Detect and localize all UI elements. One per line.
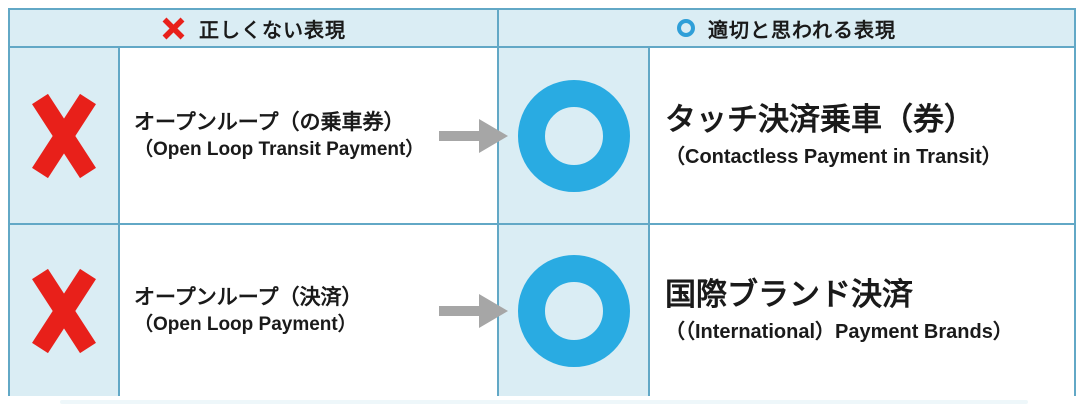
circle-icon [517, 79, 630, 192]
header-incorrect: 正しくない表現 [10, 10, 499, 48]
incorrect-expression-cell: オープンループ（決済） （Open Loop Payment） [120, 225, 508, 396]
appropriate-expression-en: （（International）Payment Brands） [665, 320, 1013, 343]
incorrect-mark-cell [10, 225, 120, 396]
incorrect-expression-en: （Open Loop Transit Payment） [134, 138, 425, 160]
header-appropriate-label: 適切と思われる表現 [708, 19, 896, 42]
cross-icon [32, 93, 96, 178]
circle-icon [517, 254, 630, 367]
incorrect-expression-jp: オープンループ（決済） [134, 285, 363, 309]
right-arrow-icon [439, 293, 508, 328]
appropriate-expression-jp: タッチ決済乗車（券） [665, 102, 975, 138]
appropriate-mark-cell [499, 225, 650, 396]
circle-icon [677, 19, 695, 37]
appropriate-expression-cell: タッチ決済乗車（券） （Contactless Payment in Trans… [650, 48, 1074, 225]
appropriate-expression-cell: 国際ブランド決済 （（International）Payment Brands） [650, 225, 1074, 396]
right-arrow-icon [439, 118, 508, 153]
header-incorrect-label: 正しくない表現 [199, 19, 346, 42]
incorrect-expression-jp: オープンループ（の乗車券） [134, 110, 405, 134]
appropriate-expression-jp: 国際ブランド決済 [665, 277, 913, 313]
header-appropriate: 適切と思われる表現 [499, 10, 1074, 48]
expression-comparison-table: 正しくない表現 適切と思われる表現 オープンループ（の乗車券） （Open Lo… [8, 8, 1076, 396]
incorrect-expression-cell: オープンループ（の乗車券） （Open Loop Transit Payment… [120, 48, 508, 225]
incorrect-mark-cell [10, 48, 120, 225]
appropriate-mark-cell [499, 48, 650, 225]
appropriate-expression-en: （Contactless Payment in Transit） [665, 145, 1002, 168]
incorrect-expression-en: （Open Loop Payment） [134, 313, 357, 335]
table-shadow [60, 400, 1028, 404]
cross-icon [162, 17, 185, 39]
cross-icon [32, 268, 96, 353]
